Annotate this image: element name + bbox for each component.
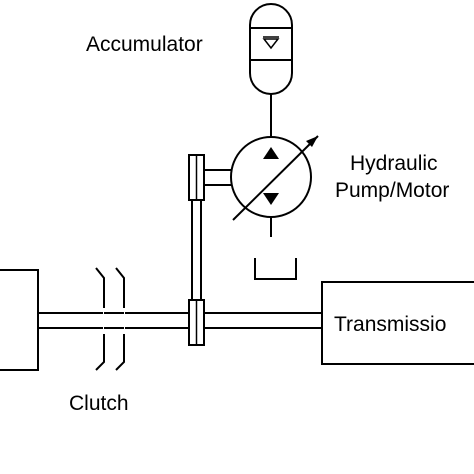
hydraulic-pump-motor (230, 135, 319, 221)
hydraulic-label-line2: Pump/Motor (335, 179, 449, 202)
accumulator-label: Accumulator (86, 33, 203, 56)
hydraulic-label-line1: Hydraulic (350, 152, 438, 175)
drive-shaft (38, 312, 322, 329)
reservoir-tank (254, 258, 297, 280)
clutch-symbol (95, 267, 125, 371)
transmission-label: Transmissio (334, 313, 446, 336)
clutch-label: Clutch (69, 392, 129, 415)
engine-block (0, 269, 39, 371)
transmission-box (321, 281, 474, 365)
chain-drive (191, 200, 202, 300)
accumulator-triangle-icon (262, 36, 280, 50)
